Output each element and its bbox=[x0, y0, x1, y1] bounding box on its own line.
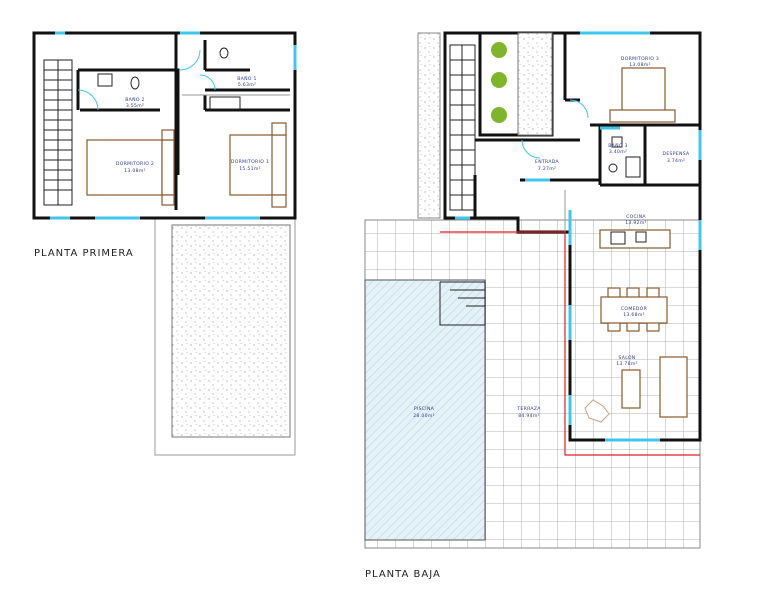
terrace-edge-line bbox=[440, 231, 700, 456]
room-area-bano-1: 5.63m² bbox=[238, 82, 256, 88]
sofa-and-armchair bbox=[584, 356, 688, 423]
room-area-bano-3: 3.40m² bbox=[609, 149, 627, 155]
room-area-bano-2: 3.55m² bbox=[126, 103, 144, 109]
room-label-piscina: PISCINA bbox=[414, 406, 435, 412]
room-area-dormitorio-3: 13.08m² bbox=[629, 62, 651, 68]
room-label-bano-1: BAÑO 1 bbox=[237, 75, 257, 82]
room-label-cocina: COCINA bbox=[626, 214, 646, 220]
shower-icon bbox=[625, 156, 641, 178]
ground-interior-walls bbox=[473, 33, 700, 218]
sink-icon bbox=[611, 136, 623, 148]
room-label-bano-2: BAÑO 2 bbox=[125, 96, 145, 103]
room-area-dormitorio-1: 15.51m² bbox=[239, 166, 261, 172]
bed-dormitorio-2 bbox=[86, 129, 175, 206]
planter-strip bbox=[417, 32, 441, 219]
sink-icon bbox=[97, 73, 113, 87]
bed-dormitorio-3 bbox=[609, 67, 676, 123]
room-label-comedor: COMEDOR bbox=[621, 306, 648, 312]
double-sink-icon bbox=[209, 96, 241, 110]
toilet-icon bbox=[130, 76, 140, 90]
room-area-cocina: 13.92m² bbox=[625, 220, 647, 226]
room-label-dormitorio-3: DORMITORIO 3 bbox=[621, 56, 659, 62]
staircase-upper bbox=[43, 59, 73, 206]
ground-plan-title: PLANTA BAJA bbox=[365, 569, 441, 580]
toilet-icon bbox=[608, 163, 618, 173]
palm-plant-icons bbox=[491, 42, 507, 123]
upper-floor-plan: BAÑO 2 3.55m² BAÑO 1 5.63m² DORMITORIO 2… bbox=[32, 31, 297, 456]
ground-floor-plan: DORMITORIO 3 13.08m² ENTRADA 7.27m² BAÑO… bbox=[364, 31, 702, 580]
pool-steps bbox=[439, 281, 486, 326]
room-area-dormitorio-2: 13.08m² bbox=[124, 168, 146, 174]
room-label-terraza: TERRAZA bbox=[516, 406, 541, 412]
room-label-bano-3: BAÑO 3 bbox=[608, 142, 628, 149]
kitchen-counter bbox=[599, 229, 671, 249]
room-area-terraza: 84.94m² bbox=[518, 413, 540, 419]
pool-void-area bbox=[171, 224, 291, 438]
upper-outer-wall bbox=[32, 31, 297, 220]
room-label-dormitorio-1: DORMITORIO 1 bbox=[231, 159, 269, 165]
staircase-ground bbox=[449, 44, 476, 211]
room-area-entrada: 7.27m² bbox=[538, 166, 556, 172]
room-area-salon: 13.78m² bbox=[616, 361, 638, 367]
room-label-salon: SALON bbox=[618, 355, 635, 361]
dining-table bbox=[600, 287, 668, 332]
upper-plan-title: PLANTA PRIMERA bbox=[34, 248, 134, 259]
room-area-piscina: 28.00m² bbox=[413, 413, 435, 419]
bed-dormitorio-1 bbox=[229, 122, 287, 208]
room-area-comedor: 13.68m² bbox=[623, 312, 645, 318]
room-label-dormitorio-2: DORMITORIO 2 bbox=[116, 161, 154, 167]
room-area-despensa: 3.74m² bbox=[667, 158, 685, 164]
pool bbox=[364, 279, 486, 541]
toilet-icon bbox=[219, 47, 229, 59]
room-label-despensa: DESPENSA bbox=[662, 151, 690, 157]
room-label-entrada: ENTRADA bbox=[535, 159, 560, 165]
